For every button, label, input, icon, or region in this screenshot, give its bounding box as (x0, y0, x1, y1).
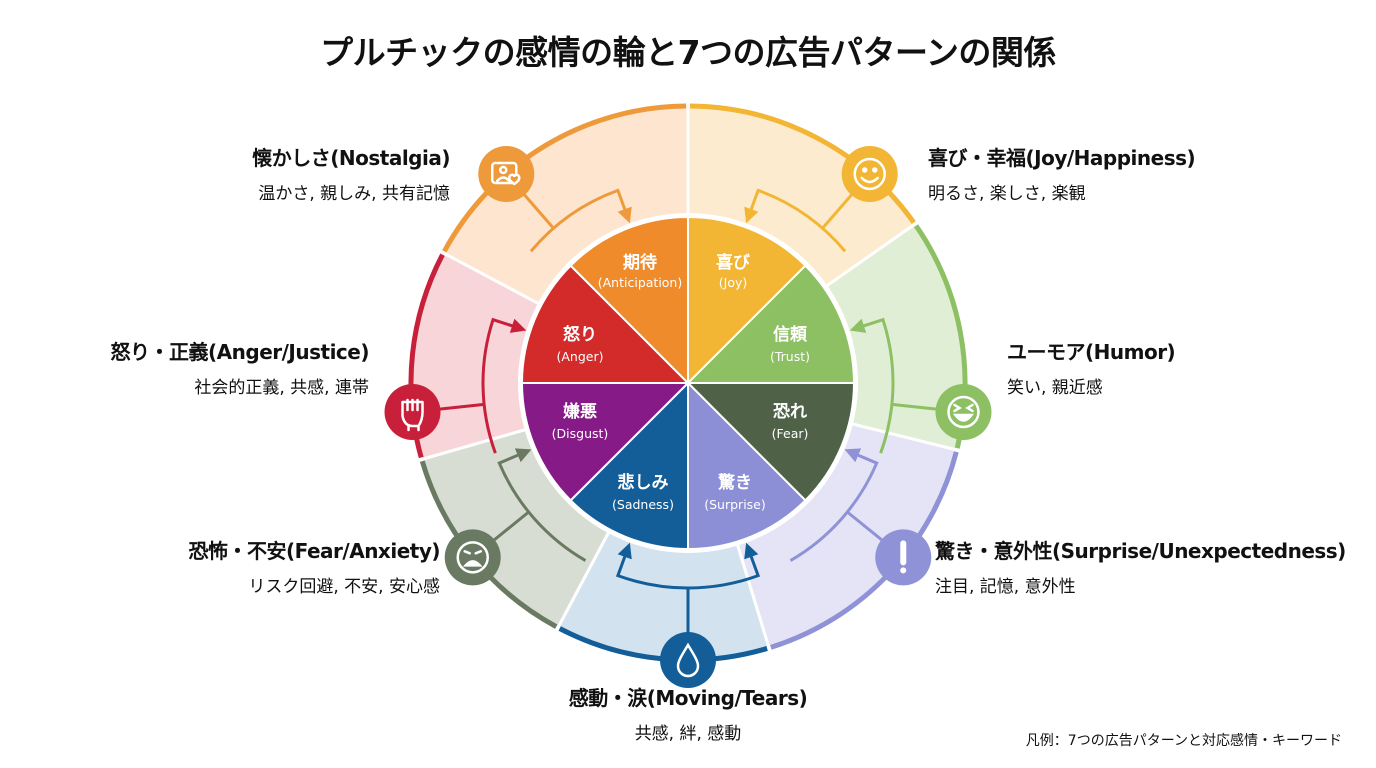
outer-border-joy (689, 103, 916, 224)
pattern-anger: 怒り・正義(Anger/Justice) 社会的正義, 共感, 連帯 (110, 336, 370, 398)
pattern-keywords: 社会的正義, 共感, 連帯 (194, 378, 369, 398)
outer-border-nostalgia (442, 103, 687, 253)
smile-icon-part (853, 157, 886, 191)
photo-heart-icon-part (499, 165, 508, 175)
pattern-badge-fear (444, 529, 501, 586)
emotion-label-sadness: 悲しみ (618, 472, 669, 493)
pattern-title: 怒り・正義(Anger/Justice) (110, 340, 370, 364)
smile-icon-part (861, 167, 868, 173)
pattern-nostalgia: 懐かしさ(Nostalgia) 温かさ, 親しみ, 共有記憶 (252, 142, 450, 204)
raised-fist-icon-part (401, 398, 424, 432)
laughing-face-icon-part (947, 395, 980, 429)
emotion-wedge-fear (685, 382, 856, 502)
worried-face-icon (456, 541, 489, 574)
pattern-joy: 喜び・幸福(Joy/Happiness) 明るさ, 楽しさ, 楽観 (928, 142, 1196, 204)
smile-icon-part (871, 167, 878, 173)
emotion-label-surprise: 驚き (718, 472, 752, 493)
legend-caption: 凡例：7つの広告パターンと対応感情・キーワード (1025, 733, 1342, 749)
photo-heart-icon-part (491, 161, 518, 185)
pattern-keywords: 共感, 絆, 感動 (634, 724, 742, 744)
emotion-label-trust: 信頼 (773, 324, 808, 345)
pattern-fear: 恐怖・不安(Fear/Anxiety) リスク回避, 不安, 安心感 (189, 535, 441, 597)
pattern-badge-anger (384, 383, 441, 440)
emotion-wedge-joy (687, 215, 807, 386)
emotion-label-trust-en: (Trust) (770, 349, 810, 364)
badge-circle (384, 383, 441, 440)
smile-icon (853, 157, 886, 191)
laughing-face-icon (947, 395, 980, 429)
arrow-fear (497, 448, 587, 562)
exclamation-icon-part (900, 567, 907, 574)
pattern-keywords: リスク回避, 不安, 安心感 (248, 577, 440, 597)
worried-face-icon-part (462, 560, 483, 567)
pattern-title: 驚き・意外性(Surprise/Unexpectedness) (935, 539, 1346, 563)
arrow-joy (744, 188, 847, 253)
pattern-keywords: 笑い, 親近感 (1007, 378, 1103, 398)
badge-circle (660, 632, 716, 688)
photo-heart-icon-part (496, 176, 511, 183)
laughing-face-icon-part (953, 403, 974, 413)
photo-heart-icon (491, 161, 521, 186)
badge-circle (841, 145, 898, 202)
emotion-wedge-anger (520, 264, 691, 384)
smile-icon-part (860, 176, 879, 184)
emotion-label-anticipation: 期待 (623, 252, 657, 273)
emotion-label-fear: 恐れ (773, 402, 807, 422)
pattern-badge-surprise (875, 529, 932, 586)
pattern-keywords: 温かさ, 親しみ, 共有記憶 (258, 184, 450, 204)
emotion-label-joy: 喜び (716, 253, 750, 273)
arrow-humor (849, 317, 895, 454)
pattern-title: 感動・涙(Moving/Tears) (568, 686, 808, 710)
raised-fist-icon (401, 398, 424, 432)
pattern-title: 恐怖・不安(Fear/Anxiety) (188, 539, 441, 563)
page-title: プルチックの感情の輪と7つの広告パターンの関係 (320, 33, 1056, 72)
teardrop-icon (676, 642, 700, 678)
emotion-wedge-trust (685, 264, 856, 384)
emotion-label-disgust-en: (Disgust) (552, 426, 609, 441)
arrow-nostalgia (529, 188, 632, 253)
badge-circle (444, 529, 501, 586)
photo-heart-icon-part (508, 173, 521, 186)
pattern-surprise: 驚き・意外性(Surprise/Unexpectedness) 注目, 記憶, … (935, 535, 1346, 597)
teardrop-icon-part (676, 642, 700, 678)
pattern-badge-moving (660, 632, 716, 688)
emotion-label-fear-en: (Fear) (772, 426, 809, 441)
emotion-wedge-anticipation (569, 215, 689, 386)
exclamation-icon (900, 540, 907, 574)
worried-face-icon-part (456, 541, 489, 574)
pattern-title: ユーモア(Humor) (1007, 340, 1176, 364)
laughing-face-icon-part (953, 413, 974, 422)
emotion-label-anticipation-en: (Anticipation) (598, 275, 683, 290)
worried-face-icon-part (463, 550, 482, 555)
emotion-label-sadness-en: (Sadness) (612, 497, 674, 512)
pattern-title: 懐かしさ(Nostalgia) (252, 146, 450, 170)
pattern-moving: 感動・涙(Moving/Tears) 共感, 絆, 感動 (488, 682, 888, 744)
arrow-moving (615, 542, 761, 590)
emotion-label-surprise-en: (Surprise) (704, 497, 766, 512)
pattern-badge-nostalgia (478, 145, 535, 202)
emotion-label-disgust: 嫌悪 (562, 401, 597, 422)
badge-circle (478, 145, 535, 202)
arrow-surprise (789, 448, 879, 562)
pattern-humor: ユーモア(Humor) 笑い, 親近感 (1007, 336, 1176, 398)
badge-circle (935, 383, 992, 440)
pattern-keywords: 明るさ, 楽しさ, 楽観 (928, 184, 1086, 204)
emotion-wedge-disgust (520, 382, 691, 502)
arrow-anger (481, 317, 527, 454)
pattern-badge-joy (841, 145, 898, 202)
emotion-label-anger-en: (Anger) (557, 349, 604, 364)
emotion-label-anger: 怒り (563, 324, 597, 345)
emotion-label-joy-en: (Joy) (719, 275, 748, 290)
pattern-keywords: 注目, 記憶, 意外性 (935, 577, 1076, 597)
pattern-badge-humor (935, 383, 992, 440)
pattern-title: 喜び・幸福(Joy/Happiness) (928, 146, 1196, 170)
